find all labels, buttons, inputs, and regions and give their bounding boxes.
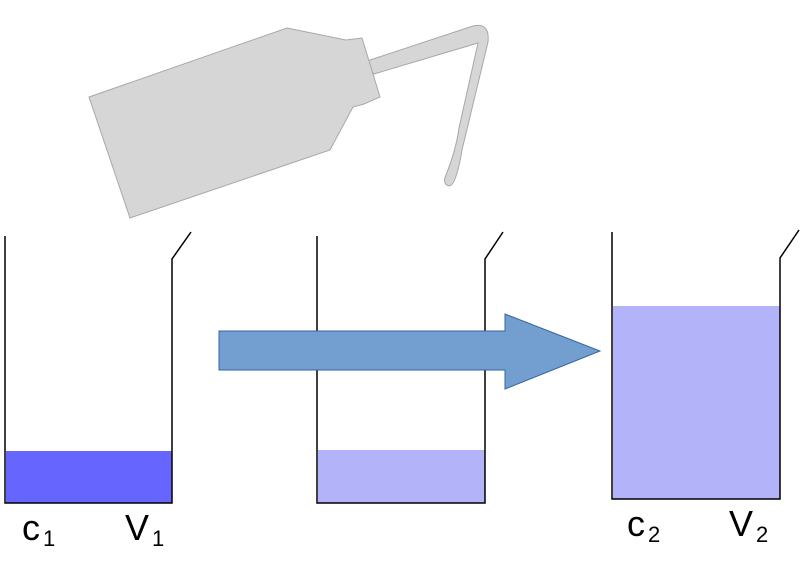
label-c2-symbol: c <box>627 503 645 544</box>
wash-bottle-tube <box>363 24 489 187</box>
right-arrow-icon <box>218 313 602 390</box>
diluted-solution-small <box>318 450 485 503</box>
beaker-concentrated <box>4 231 192 504</box>
beaker-transfer <box>316 231 504 504</box>
beaker-1-outline <box>4 231 192 504</box>
beaker-diluted <box>611 229 800 500</box>
wash-bottle-icon <box>88 24 489 219</box>
label-c1-subscript: 1 <box>43 526 56 551</box>
label-c2-subscript: 2 <box>648 522 661 547</box>
wash-bottle-body <box>88 27 381 219</box>
beaker-3-outline <box>611 229 800 500</box>
label-c1-symbol: c <box>22 507 40 548</box>
label-v1-subscript: 1 <box>152 526 165 551</box>
label-v2-symbol: V <box>729 503 754 544</box>
label-v1-symbol: V <box>125 507 150 548</box>
label-v2-subscript: 2 <box>756 522 769 547</box>
beaker-2-outline <box>316 231 504 504</box>
concentrated-solution <box>6 451 172 503</box>
diluted-solution <box>613 306 780 499</box>
